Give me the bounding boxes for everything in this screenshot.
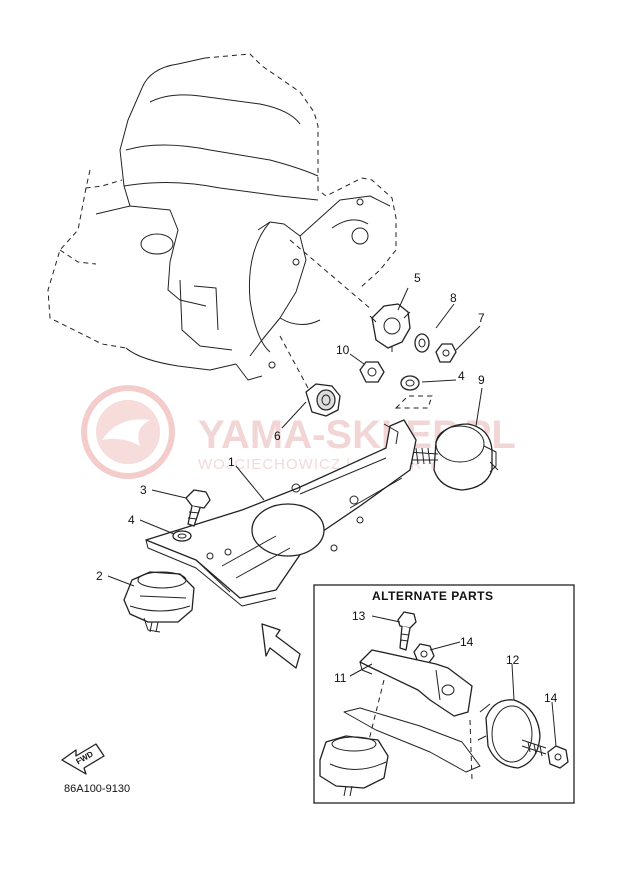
part-2-rubber-mount[interactable] — [123, 571, 195, 633]
part-8-washer[interactable] — [414, 333, 430, 353]
diagram-code: 86A100-9130 — [64, 783, 130, 795]
alt-lower-rubber-mount[interactable] — [319, 735, 389, 797]
part-10-nut[interactable] — [359, 361, 385, 383]
callout-11: 11 — [334, 671, 347, 685]
part-14-nut-right[interactable] — [547, 745, 569, 769]
part-4-washer-lower[interactable] — [172, 530, 192, 542]
callout-14-left: 14 — [460, 635, 474, 649]
part-6-bushing[interactable] — [305, 383, 341, 417]
callout-13: 13 — [352, 609, 366, 623]
fwd-arrow-icon: FWD — [61, 743, 105, 775]
callout-4-upper: 4 — [458, 369, 465, 383]
callout-6: 6 — [274, 429, 281, 443]
callout-1: 1 — [228, 455, 235, 469]
part-1-bracket-plate[interactable] — [145, 419, 417, 607]
watermark-logo — [81, 385, 175, 479]
alternate-parts-title: ALTERNATE PARTS — [372, 589, 494, 603]
engine-outline — [47, 53, 397, 389]
part-4-washer-upper[interactable] — [400, 375, 420, 391]
alternate-parts-box: ALTERNATE PARTS — [313, 584, 575, 804]
part-3-bolt[interactable] — [185, 489, 211, 527]
part-13-bolt[interactable] — [397, 611, 417, 651]
callout-14-right: 14 — [544, 691, 558, 705]
forward-arrow-icon — [261, 623, 301, 669]
callout-5: 5 — [414, 271, 421, 285]
part-11-bracket[interactable] — [359, 649, 473, 717]
callouts: 5 8 7 10 4 9 6 1 3 4 2 — [96, 271, 485, 583]
callout-7: 7 — [478, 311, 485, 325]
leader-lines — [107, 287, 483, 587]
callout-10: 10 — [336, 343, 350, 357]
callout-9: 9 — [478, 373, 485, 387]
callout-12: 12 — [506, 653, 520, 667]
callout-2: 2 — [96, 569, 103, 583]
callout-3: 3 — [140, 483, 147, 497]
part-12-rubber-mount[interactable] — [477, 699, 547, 769]
callout-4-lower: 4 — [128, 513, 135, 527]
part-7-nut[interactable] — [435, 343, 457, 363]
callout-8: 8 — [450, 291, 457, 305]
part-5-mount-boss[interactable] — [369, 303, 411, 352]
